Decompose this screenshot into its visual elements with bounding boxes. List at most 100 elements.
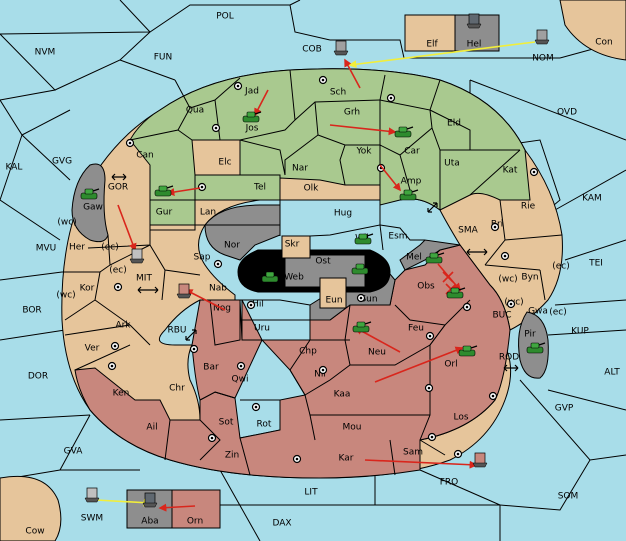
- land-labels: Elf Hel Jad Sch Qua Jos Grh Can Elc Nar …: [69, 40, 548, 527]
- province-nog[interactable]: [209, 299, 241, 346]
- label-skr: Skr: [285, 240, 300, 250]
- supply-center-dot: [430, 435, 434, 439]
- tank-icon[interactable]: [458, 345, 478, 357]
- sea-labels: POL NVM FUN COB Con NOM OVD KAL GVG KAM …: [6, 12, 621, 537]
- fleet-icon[interactable]: [84, 487, 100, 503]
- province-elc[interactable]: [191, 139, 241, 176]
- supply-center-dot: [200, 185, 204, 189]
- label-nab: Nab: [209, 284, 227, 294]
- label-orl: Orl: [444, 360, 457, 370]
- tank-icon[interactable]: [394, 126, 414, 138]
- coast-mark: (wc): [498, 275, 517, 285]
- supply-center-dot: [509, 302, 513, 306]
- double-arrow-icon: [427, 202, 438, 213]
- tank-icon[interactable]: [80, 188, 100, 200]
- fleet-icon[interactable]: [534, 29, 550, 45]
- province-orn[interactable]: [171, 489, 221, 529]
- tank-icon[interactable]: [242, 111, 262, 123]
- label-swm: SWM: [81, 514, 103, 524]
- label-kat: Kat: [503, 166, 518, 176]
- label-lit: LIT: [304, 488, 318, 498]
- move-arrow: [364, 459, 478, 469]
- province-gaw[interactable]: [71, 163, 109, 243]
- tank-icon[interactable]: [354, 233, 374, 245]
- label-can: Can: [136, 151, 154, 161]
- label-nil: Nil: [314, 370, 326, 380]
- label-tei: TEI: [588, 259, 603, 269]
- double-arrow-icon: [503, 364, 519, 372]
- supply-center-dot: [113, 344, 117, 348]
- label-los: Los: [453, 413, 468, 423]
- province-cow[interactable]: [0, 475, 62, 541]
- label-ark: Ark: [115, 321, 131, 331]
- label-som: SOM: [558, 492, 579, 502]
- label-elf: Elf: [426, 40, 438, 50]
- supply-center-dot: [532, 170, 536, 174]
- label-ovd: OVD: [557, 108, 577, 118]
- supply-center-dot: [493, 225, 497, 229]
- label-obs: Obs: [417, 282, 435, 292]
- province-bar[interactable]: [191, 299, 263, 401]
- fleet-icon[interactable]: [333, 40, 349, 56]
- label-bar: Bar: [203, 363, 219, 373]
- label-gaw: Gaw: [83, 203, 103, 213]
- fleet-icon[interactable]: [176, 283, 192, 299]
- label-hug: Hug: [334, 209, 352, 219]
- label-rie: Rie: [521, 202, 536, 212]
- supply-center-dot: [359, 296, 363, 300]
- province-skr[interactable]: [281, 235, 311, 259]
- label-grh: Grh: [344, 108, 360, 118]
- double-arrow-icon: [185, 329, 197, 341]
- coast-mark: (ec): [552, 262, 570, 272]
- province-eun[interactable]: [319, 277, 347, 309]
- label-kup: KUP: [571, 327, 589, 337]
- label-sam: Sam: [403, 448, 423, 458]
- label-rod: ROD: [499, 353, 519, 363]
- tank-icon[interactable]: [446, 287, 466, 299]
- tank-icon[interactable]: [399, 189, 419, 201]
- tank-icon[interactable]: [425, 252, 445, 264]
- label-amp: Amp: [401, 177, 422, 187]
- province-nor[interactable]: [204, 204, 281, 261]
- fleet-icon[interactable]: [472, 452, 488, 468]
- label-web: Web: [284, 273, 304, 283]
- supply-center-dot: [428, 334, 432, 338]
- fleet-icon[interactable]: [466, 13, 482, 29]
- coast-mark: (wc): [57, 218, 76, 228]
- double-arrows: [111, 173, 519, 372]
- label-car: Car: [404, 147, 420, 157]
- units[interactable]: [80, 13, 550, 508]
- fleet-icon[interactable]: [142, 492, 158, 508]
- label-mvu: MVU: [36, 244, 57, 254]
- label-olk: Olk: [304, 184, 320, 194]
- tank-icon[interactable]: [261, 271, 279, 283]
- label-ail: Ail: [146, 423, 157, 433]
- tank-icon[interactable]: [351, 263, 369, 275]
- move-arrow: [374, 346, 464, 383]
- province-elf[interactable]: [404, 14, 456, 52]
- label-kaa: Kaa: [334, 390, 351, 400]
- label-bor: BOR: [22, 306, 41, 316]
- label-kor: Kor: [80, 284, 95, 294]
- inner-borders: [62, 199, 563, 476]
- province-tel[interactable]: [194, 174, 281, 201]
- label-sun: Sun: [360, 295, 377, 305]
- cancel-x-icon: [442, 271, 454, 283]
- supply-center-dot: [254, 405, 258, 409]
- coast-mark: (wc): [56, 291, 75, 301]
- tank-icon[interactable]: [526, 342, 546, 354]
- fleet-icon[interactable]: [129, 248, 145, 264]
- label-eld: Eld: [447, 119, 461, 129]
- move-arrow: [379, 164, 401, 192]
- label-uru: Uru: [254, 324, 270, 334]
- tank-icon[interactable]: [154, 185, 174, 197]
- label-kar: Kar: [339, 454, 354, 464]
- tank-icon[interactable]: [352, 321, 372, 333]
- label-qwi: Qwi: [232, 375, 249, 385]
- double-arrow-icon: [137, 286, 159, 294]
- supply-center-dot: [236, 84, 240, 88]
- label-feu: Feu: [408, 324, 424, 334]
- move-arrow: [158, 503, 196, 512]
- label-byn: Byn: [521, 273, 538, 283]
